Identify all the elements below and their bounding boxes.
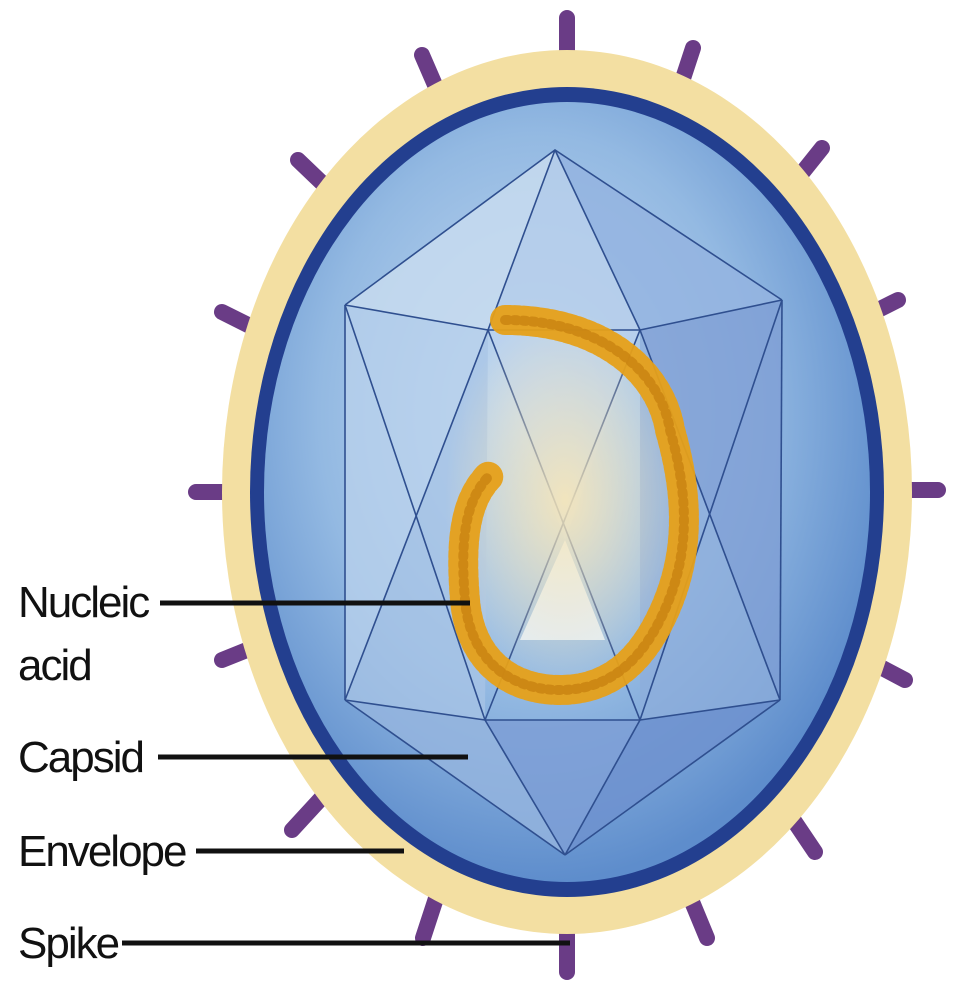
label-spike: Spike — [18, 919, 119, 968]
label-nucleic-acid-line1: Nucleic — [18, 578, 149, 627]
label-capsid: Capsid — [18, 733, 143, 782]
labels: Nucleic acid Capsid Envelope Spike — [18, 578, 186, 968]
label-nucleic-acid-line2: acid — [18, 641, 91, 690]
nucleic-acid — [445, 310, 685, 690]
label-envelope: Envelope — [18, 827, 186, 876]
